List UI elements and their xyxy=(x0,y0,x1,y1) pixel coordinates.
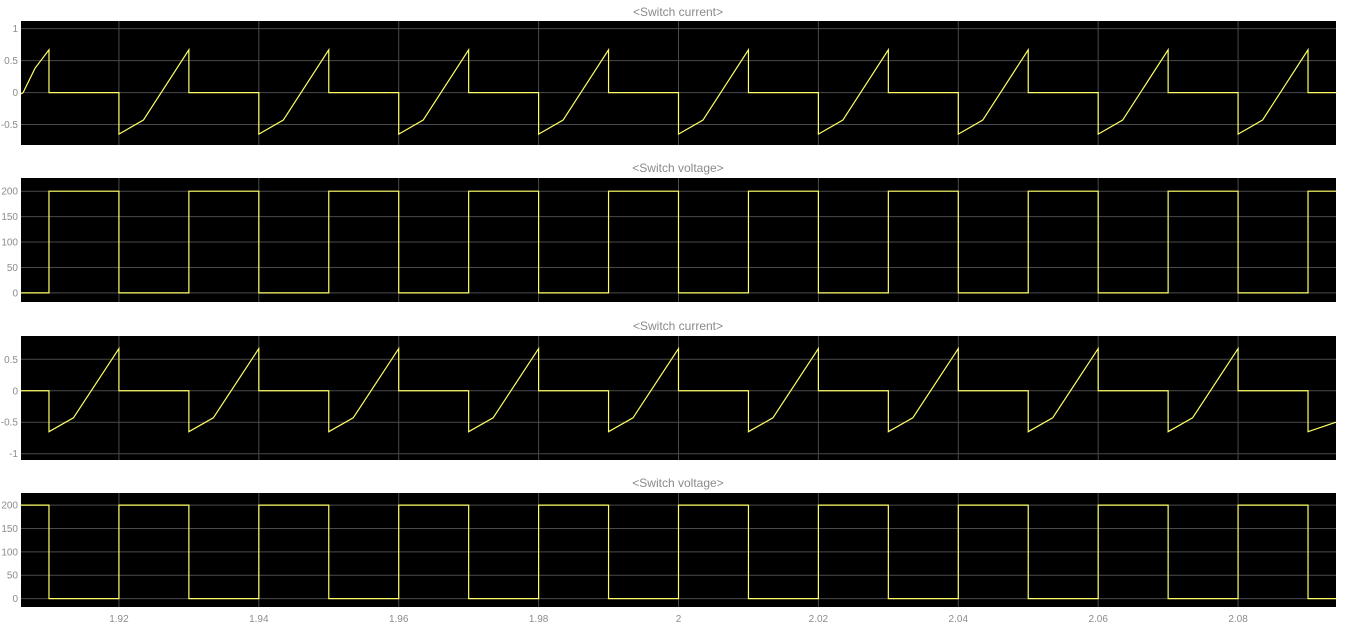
y-tick-label: 0.5 xyxy=(4,355,18,366)
y-tick-label: 150 xyxy=(1,212,18,223)
x-tick-labels: 1.92 1.94 1.96 1.98 2 2.02 2.04 2.06 2.08 xyxy=(109,614,1248,625)
y-tick-label: 100 xyxy=(1,547,18,558)
y-tick-label: 0 xyxy=(12,594,18,605)
panel-title: <Switch current> xyxy=(633,319,723,333)
y-tick-label: -1 xyxy=(9,449,18,460)
scope-panel-2[interactable]: <Switch voltage> 200 150 100 50 0 xyxy=(1,161,1336,302)
y-tick-label: 0.5 xyxy=(4,56,18,67)
x-tick-label: 2.02 xyxy=(809,614,829,625)
panel-title: <Switch voltage> xyxy=(632,161,723,175)
x-tick-label: 2 xyxy=(676,614,682,625)
x-tick-label: 1.92 xyxy=(109,614,129,625)
x-tick-label: 2.08 xyxy=(1228,614,1248,625)
x-tick-label: 1.96 xyxy=(389,614,409,625)
scope-panel-1[interactable]: <Switch current> 1 0.5 0 -0.5 xyxy=(1,5,1336,145)
y-tick-label: 200 xyxy=(1,501,18,512)
y-tick-label: 0 xyxy=(12,386,18,397)
y-tick-labels: 0.5 0 -0.5 -1 xyxy=(1,355,19,460)
x-tick-label: 2.06 xyxy=(1088,614,1108,625)
panel-title: <Switch current> xyxy=(633,5,723,19)
y-tick-label: 0 xyxy=(12,88,18,99)
trace-switch-current xyxy=(21,346,1337,433)
y-tick-label: 100 xyxy=(1,238,18,249)
scope-panel-3[interactable]: <Switch current> 0.5 0 -0.5 -1 xyxy=(1,319,1337,460)
y-tick-label: 0 xyxy=(12,288,18,299)
trace-switch-voltage xyxy=(21,504,1336,600)
y-tick-label: 1 xyxy=(12,24,18,35)
y-tick-label: 200 xyxy=(1,187,18,198)
y-tick-labels: 200 150 100 50 0 xyxy=(1,187,18,300)
y-tick-labels: 200 150 100 50 0 xyxy=(1,501,18,605)
y-tick-label: 50 xyxy=(7,263,19,274)
panel-title: <Switch voltage> xyxy=(632,476,723,490)
x-tick-label: 1.98 xyxy=(529,614,549,625)
trace-switch-current xyxy=(20,47,1336,136)
x-tick-label: 1.94 xyxy=(249,614,269,625)
trace-switch-voltage xyxy=(21,190,1336,294)
y-tick-label: 150 xyxy=(1,524,18,535)
y-tick-labels: 1 0.5 0 -0.5 xyxy=(1,24,19,131)
x-tick-label: 2.04 xyxy=(949,614,969,625)
y-tick-label: -0.5 xyxy=(1,120,19,131)
y-tick-label: 50 xyxy=(7,571,19,582)
y-tick-label: -0.5 xyxy=(1,418,19,429)
